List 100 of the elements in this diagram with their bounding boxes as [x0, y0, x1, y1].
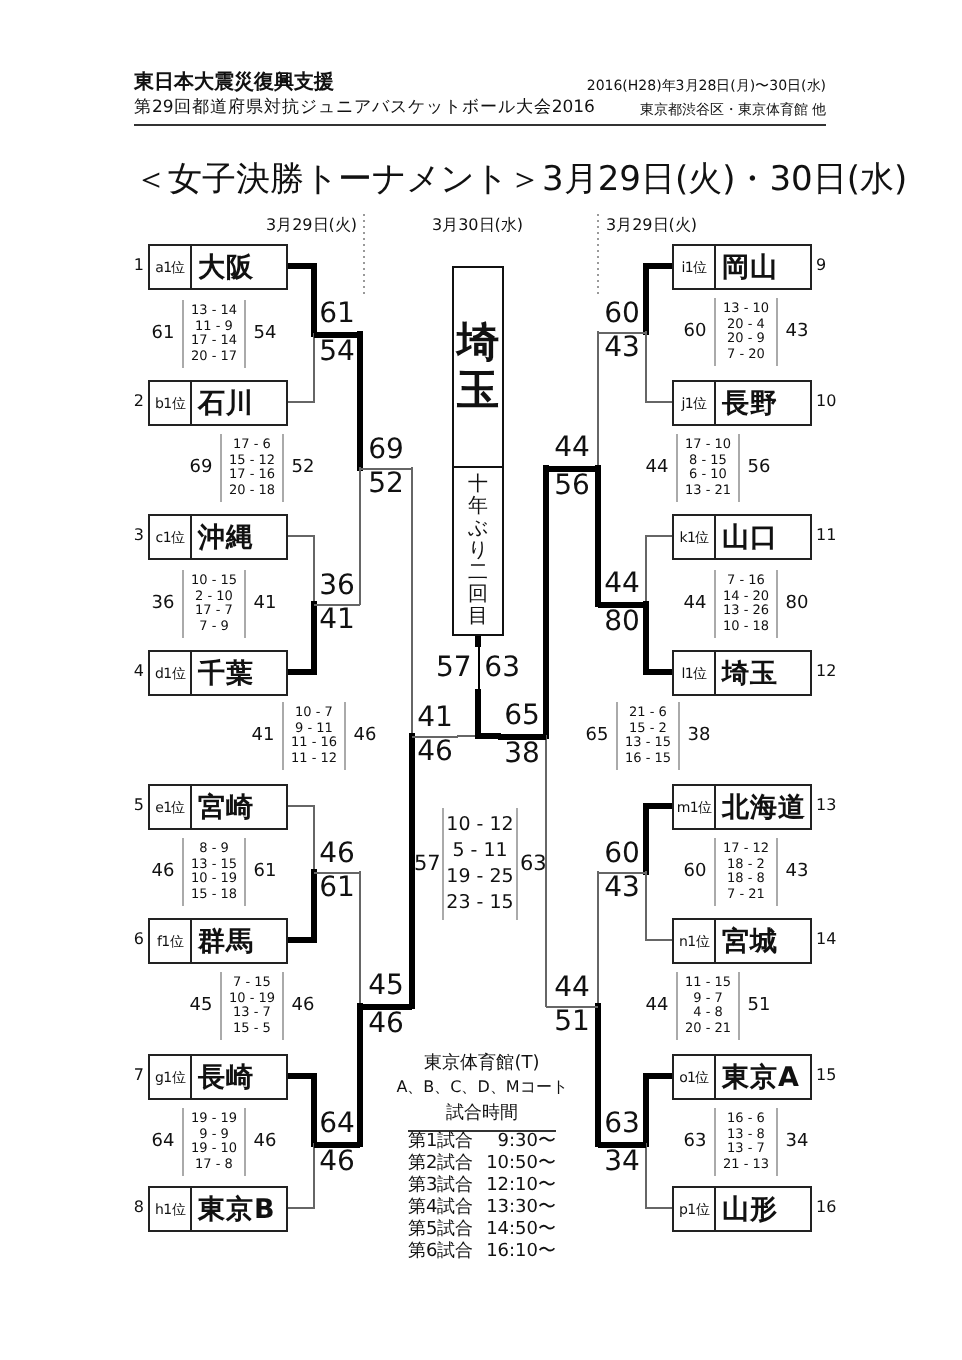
seed-number: 7	[131, 1066, 144, 1084]
score-total: 36	[149, 594, 177, 614]
score-total: 64	[149, 1132, 177, 1152]
team-box	[672, 380, 812, 426]
score-text: 65	[502, 702, 542, 733]
score-total: 56	[745, 458, 773, 478]
score-total: 46	[289, 996, 317, 1016]
score-text: 41	[415, 703, 455, 734]
schedule-cell-text: 9:30〜	[495, 1132, 556, 1154]
score-text: 52	[366, 470, 406, 501]
bracket-line	[285, 263, 317, 337]
bracket-line	[645, 871, 673, 941]
score-text: 46	[415, 738, 455, 769]
set-score: 23 - 15	[446, 890, 514, 916]
team-name: 東京A	[719, 1059, 801, 1097]
seed-number: 16	[816, 1198, 839, 1216]
bracket-line	[545, 735, 547, 1007]
schedule-cell-text: 第4試合	[408, 1198, 474, 1219]
venue-name: 東京体育館(T)	[424, 1052, 540, 1076]
seed-number: 4	[131, 662, 144, 680]
team-name: 埼玉	[457, 320, 499, 414]
score-text: 44	[602, 570, 642, 601]
score-total: 41	[251, 594, 279, 614]
team-name: 宮崎	[196, 789, 256, 827]
seed-number: 11	[816, 526, 839, 544]
score-text: 61	[317, 300, 357, 331]
score-total: 44	[643, 458, 671, 478]
schedule-cell: 13:30〜	[486, 1198, 556, 1220]
team-name: 沖縄	[195, 519, 256, 557]
title: ＜女子決勝トーナメント＞3月29日(火)・30日(水)	[134, 158, 908, 202]
bracket-line	[411, 467, 413, 737]
seed-number: 13	[816, 796, 839, 814]
bracket-line	[645, 535, 673, 605]
score-text: 51	[552, 1008, 592, 1039]
score-text: 46	[366, 1009, 406, 1040]
seed-number: 8	[131, 1198, 144, 1216]
bracket-line	[475, 633, 481, 647]
team-box	[672, 244, 812, 290]
score-total: 57	[414, 852, 440, 876]
score-text: 46	[317, 1147, 357, 1178]
bracket-line	[643, 601, 675, 675]
seed-number: 14	[816, 930, 839, 948]
schedule-cell: 12:10〜	[486, 1176, 556, 1198]
schedule-cell-text: 第3試合	[408, 1176, 474, 1197]
score-total: 51	[745, 996, 773, 1016]
schedule-cell: 16:10〜	[486, 1242, 556, 1264]
schedule-cell: 第6試合	[408, 1242, 474, 1264]
score-total: 44	[681, 594, 709, 614]
score-text: 43	[602, 334, 642, 365]
seed-number: 15	[816, 1066, 839, 1084]
score-text: 60	[602, 299, 642, 330]
date-label: 3月29日(火)	[606, 214, 698, 236]
team-box	[148, 918, 288, 964]
team-box	[148, 1054, 288, 1100]
score-text: 44	[552, 973, 592, 1004]
team-name: 山形	[720, 1191, 780, 1229]
set-score: 5 - 11	[452, 838, 508, 864]
team-name: 宮城	[720, 923, 780, 961]
header-text: 東日本大震災復興支援	[134, 69, 334, 96]
team-name: 石川	[195, 385, 256, 423]
seed-number: 2	[131, 392, 144, 410]
score-text: 41	[317, 606, 357, 637]
schedule-cell-text: 第1試合	[408, 1132, 474, 1153]
bracket-line	[287, 333, 315, 403]
note-text: 十年ぶり二回目	[468, 474, 488, 628]
bracket-line	[643, 803, 675, 875]
seed-number: 5	[131, 796, 144, 814]
champion-box	[452, 266, 504, 636]
bracket-line	[595, 465, 601, 607]
team-box	[672, 1186, 812, 1232]
bracket-line	[543, 465, 549, 739]
score-text: 63	[484, 650, 520, 688]
score-total: 34	[783, 1132, 811, 1152]
score-total: 54	[251, 324, 279, 344]
seed-number: 6	[131, 930, 144, 948]
bracket-line	[287, 1143, 315, 1209]
team-name: 山口	[720, 519, 780, 557]
team-name: 長野	[720, 385, 780, 423]
bracket-line	[643, 263, 675, 335]
score-total: 46	[149, 862, 177, 882]
score-total: 63	[681, 1132, 709, 1152]
bracket-line	[285, 1073, 317, 1147]
team-box	[672, 918, 812, 964]
team-box	[672, 1054, 812, 1100]
seed-number: 1	[131, 256, 144, 274]
score-total: 60	[681, 322, 709, 342]
bracket-line	[287, 805, 315, 873]
bracket-line	[597, 331, 599, 469]
team-name: 埼玉	[719, 655, 780, 693]
schedule-heading: 試合時間	[446, 1101, 518, 1128]
team-box	[148, 514, 288, 560]
score-text: 36	[317, 571, 357, 602]
score-total: 65	[583, 726, 611, 746]
bracket-line	[287, 535, 315, 605]
score-text: 34	[602, 1147, 642, 1178]
score-text: 43	[602, 874, 642, 905]
bracket-line	[285, 601, 317, 675]
seed-number: 12	[816, 662, 839, 680]
team-name: 北海道	[719, 789, 808, 827]
team-box	[148, 1186, 288, 1232]
